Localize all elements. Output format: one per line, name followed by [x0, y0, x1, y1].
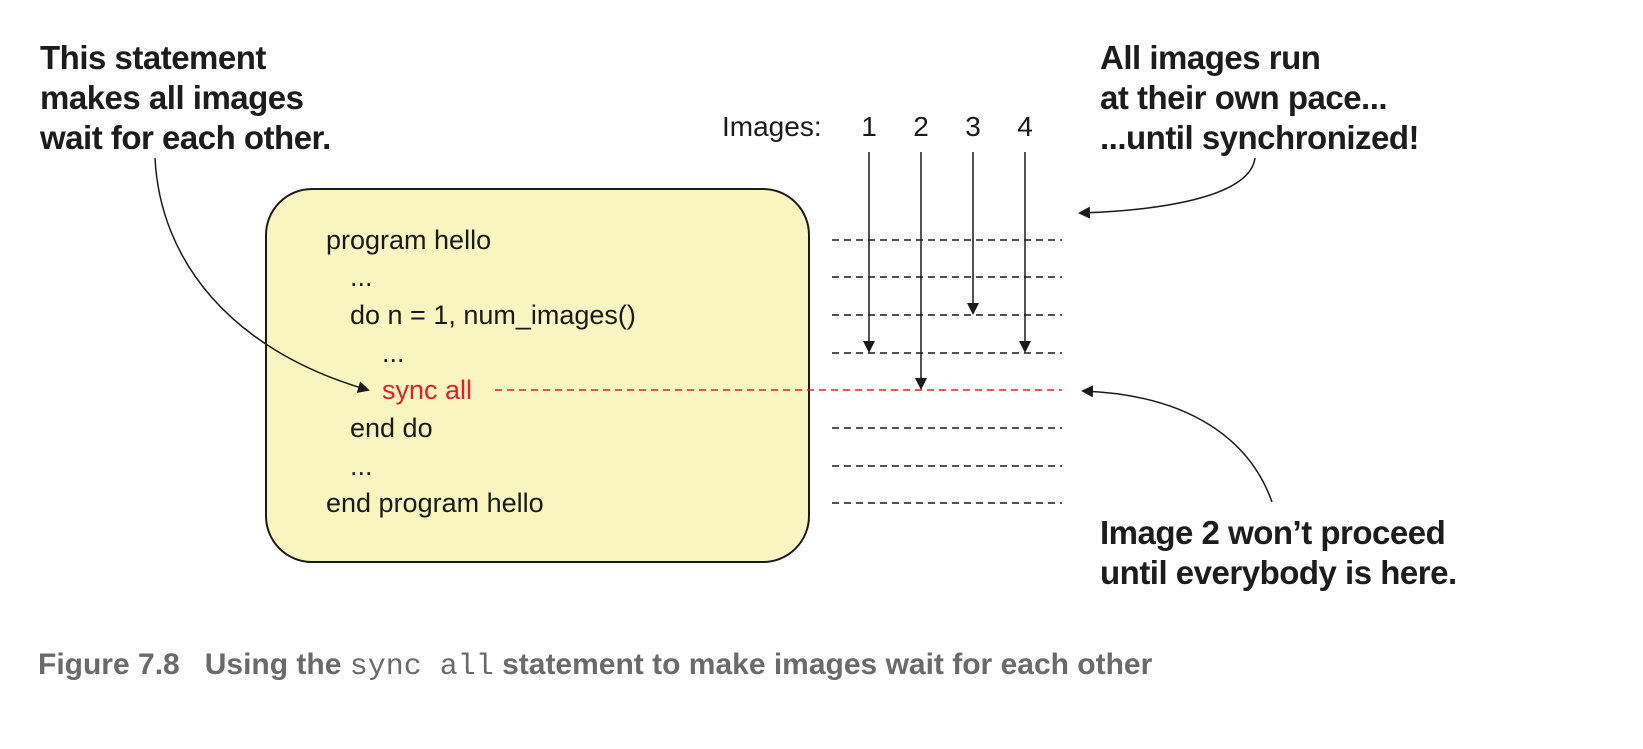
- code-line: ...: [382, 338, 405, 368]
- callout-statement: This statement makes all images wait for…: [40, 39, 331, 156]
- sync-diagram: program hello... do n = 1, num_images()..…: [154, 111, 1273, 563]
- code-line: ...: [350, 262, 373, 292]
- callout-image-2: Image 2 won’t proceed until everybody is…: [1100, 514, 1457, 591]
- code-line: end do: [350, 413, 433, 443]
- image-number-4: 4: [1017, 111, 1033, 142]
- code-box: [265, 188, 810, 563]
- caption-suffix: statement to make images wait for each o…: [493, 648, 1153, 681]
- code-line: program hello: [326, 225, 491, 255]
- code-line: end program hello: [326, 488, 544, 518]
- figure-caption: Figure 7.8 Using the sync all statement …: [38, 648, 1152, 684]
- code-line: do n = 1, num_images(): [350, 300, 636, 330]
- caption-prefix: Figure 7.8 Using the: [38, 648, 350, 681]
- image-number-2: 2: [913, 111, 929, 142]
- pointer-arrow-own-pace: [1078, 157, 1256, 219]
- pointer-arrow-image-2: [1081, 385, 1273, 503]
- code-listing: program hello... do n = 1, num_images()..…: [326, 225, 636, 518]
- images-label: Images:: [722, 111, 822, 142]
- image-number-labels: 1 2 3 4: [861, 111, 1033, 142]
- image-progress-arrows: [863, 152, 1031, 390]
- image-number-3: 3: [965, 111, 981, 142]
- image-number-1: 1: [861, 111, 877, 142]
- caption-code: sync all: [349, 650, 494, 684]
- pointer-arrow-statement: [154, 157, 370, 393]
- code-line-sync-all: sync all: [382, 375, 472, 405]
- code-line: ...: [350, 451, 373, 481]
- callout-own-pace: All images run at their own pace... ...u…: [1100, 39, 1420, 156]
- timeline-dashes: [495, 239, 1062, 504]
